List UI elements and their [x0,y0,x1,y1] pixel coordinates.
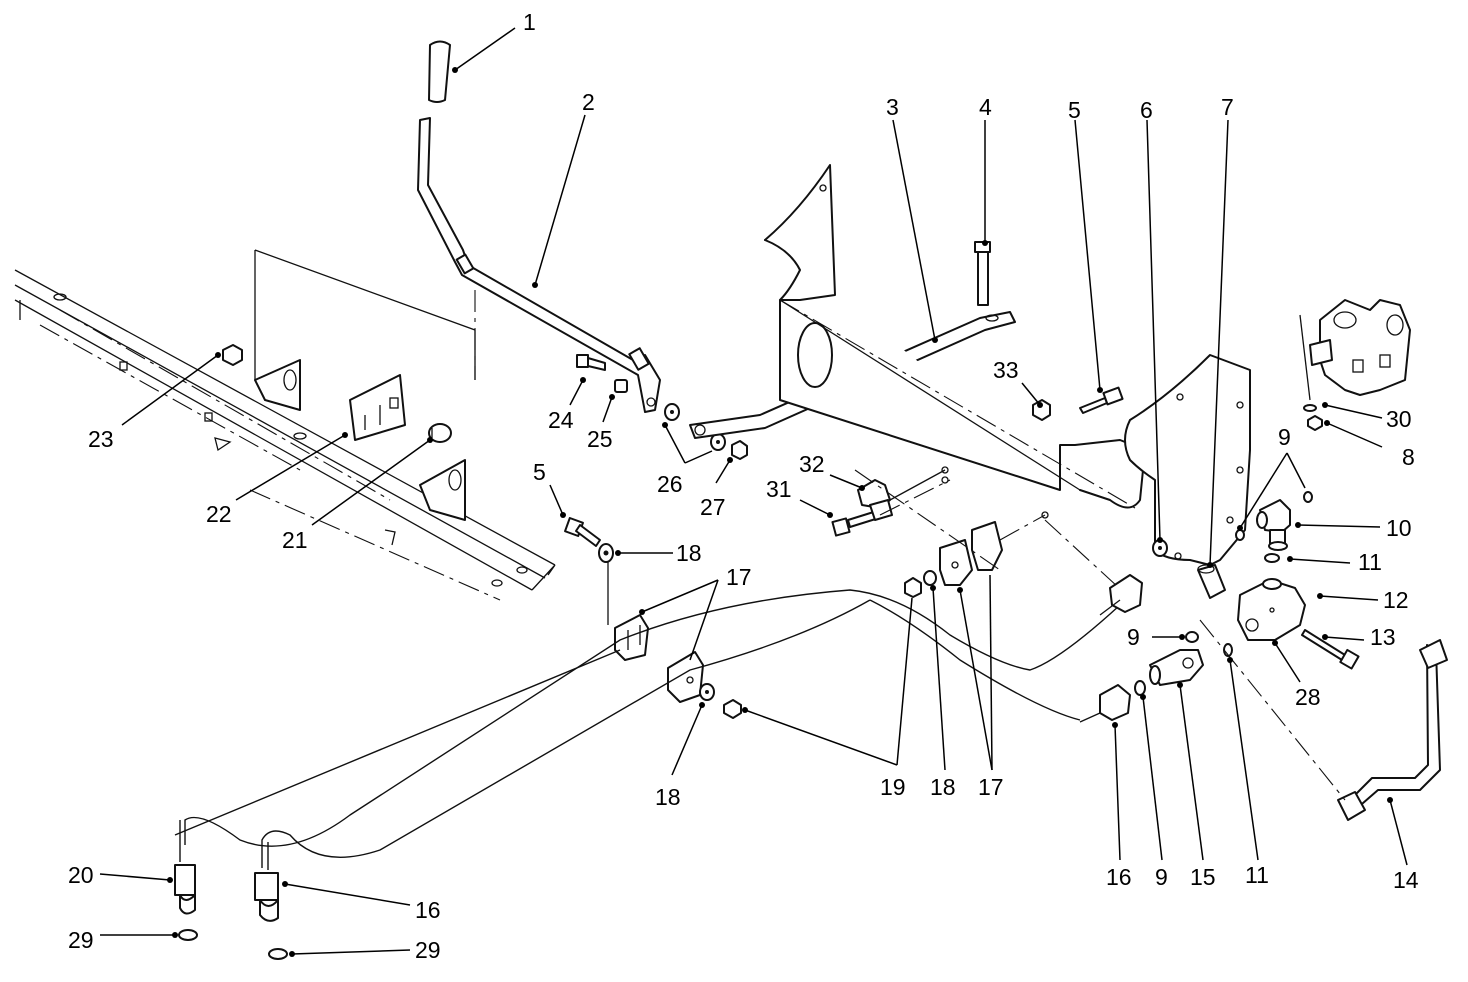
shift-rod-part-2 [417,117,661,413]
o-ring-part-11-upper [1264,553,1280,563]
label-19: 19 [880,774,906,800]
label-13: 13 [1370,624,1396,650]
support-plate-center [764,164,1146,509]
brake-lines [174,589,1121,870]
label-23: 23 [88,426,114,452]
shift-knob-part-1 [428,40,451,103]
label-29-left: 29 [68,927,94,953]
label-30: 30 [1386,406,1412,432]
bolt-part-13 [1301,629,1360,670]
label-17-right: 17 [978,774,1004,800]
clamp-part-17-d [971,521,1003,571]
nut-part-19 [723,577,922,719]
label-9-mid: 9 [1127,624,1140,650]
bolt-part-24 [576,354,606,371]
label-8: 8 [1402,444,1415,470]
label-6: 6 [1140,97,1153,123]
fitting-part-32 [857,466,949,521]
valve-assembly [1299,299,1411,401]
dash-lines-center [607,469,1131,625]
label-5-lower: 5 [533,459,546,485]
support-plate-right [1124,354,1251,566]
label-11-lower: 11 [1245,862,1269,888]
washer-part-18-upper [598,543,614,563]
label-27: 27 [700,494,726,520]
label-9-upper: 9 [1278,424,1291,450]
label-18-upper: 18 [676,540,702,566]
fitting-part-16-bottom [254,872,279,922]
bolt-part-5-lower [564,517,601,547]
fitting-part-16-right [1079,574,1143,723]
clamp-part-17-a [614,614,649,661]
label-15: 15 [1190,864,1216,890]
clamp-part-17-c [939,539,973,586]
rail-brackets [254,249,476,521]
spacer-part-7 [1197,564,1226,599]
nut-part-23 [222,344,243,366]
label-4: 4 [979,94,992,120]
o-ring-part-9-lower [1134,631,1199,696]
label-25: 25 [587,426,613,452]
label-32: 32 [799,451,825,477]
washer-part-18-lower [699,570,937,701]
label-24: 24 [548,407,574,433]
pin-part-21 [428,423,452,443]
label-16-bottom: 16 [415,897,441,923]
label-11-upper: 11 [1358,549,1382,575]
label-31: 31 [766,476,792,502]
label-7: 7 [1221,94,1234,120]
o-ring-part-9-upper [1235,491,1313,541]
label-26: 26 [657,471,683,497]
washer-part-30 [1303,404,1317,412]
label-3: 3 [886,94,899,120]
label-1: 1 [523,9,536,35]
nut-part-27 [731,440,748,460]
nut-part-25 [614,379,628,393]
clamp-part-17-b [667,651,704,703]
label-5-upper: 5 [1068,97,1081,123]
nut-part-8 [1307,415,1323,431]
label-16-right: 16 [1106,864,1132,890]
bolt-part-5-upper [1079,386,1124,414]
label-33: 33 [993,357,1019,383]
bolt-part-4 [974,241,991,306]
label-18-lower-left: 18 [655,784,681,810]
label-21: 21 [282,527,308,553]
valve-block-part-12 [1237,578,1306,641]
label-9-lower: 9 [1155,864,1168,890]
label-20: 20 [68,862,94,888]
elbow-fitting-part-10 [1256,499,1291,551]
label-18-lower-mid: 18 [930,774,956,800]
fitting-part-20 [174,864,196,915]
label-2: 2 [582,89,595,115]
label-12: 12 [1383,587,1409,613]
o-ring-part-29 [178,929,288,960]
tube-part-14 [1199,619,1448,821]
label-10: 10 [1386,515,1412,541]
label-22: 22 [206,501,232,527]
part-labels: 1 2 3 4 5 6 7 33 9 30 8 10 11 12 13 28 1… [68,9,1419,963]
label-28: 28 [1295,684,1321,710]
fitting-part-15 [1149,649,1204,686]
label-14: 14 [1393,867,1419,893]
label-17-left: 17 [726,564,752,590]
label-29-right: 29 [415,937,441,963]
plate-part-22 [349,374,406,441]
leader-lines [99,27,1408,957]
